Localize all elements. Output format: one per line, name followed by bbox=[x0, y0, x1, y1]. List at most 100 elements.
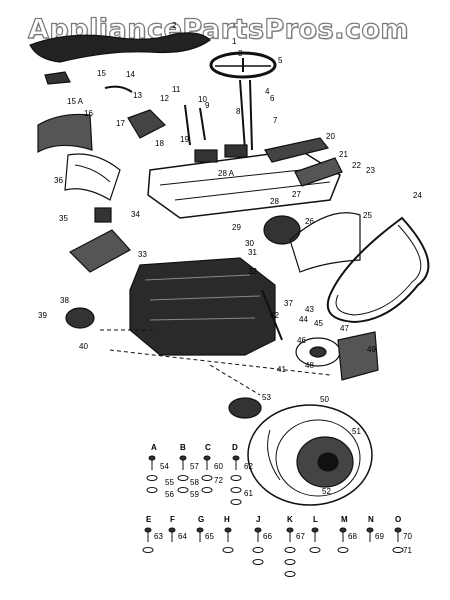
view-letter-a: A bbox=[151, 443, 157, 452]
part-label-66: 66 bbox=[263, 532, 272, 541]
part-label-41: 41 bbox=[277, 365, 286, 374]
part-label-39: 39 bbox=[38, 311, 47, 320]
part-label-30: 30 bbox=[245, 239, 254, 248]
part-label-27: 27 bbox=[292, 190, 301, 199]
part-label-20: 20 bbox=[326, 132, 335, 141]
part-label-70: 70 bbox=[403, 532, 412, 541]
part-label-45: 45 bbox=[314, 319, 323, 328]
part-label-47: 47 bbox=[340, 324, 349, 333]
plate-33 bbox=[68, 229, 131, 273]
part-label-44: 44 bbox=[299, 315, 308, 324]
part-label-52: 52 bbox=[322, 487, 331, 496]
part-label-26: 26 bbox=[305, 217, 314, 226]
engine-assembly bbox=[129, 257, 276, 356]
part-label-31: 31 bbox=[248, 248, 257, 257]
part-label-32: 32 bbox=[248, 267, 257, 276]
part-label-53: 53 bbox=[262, 393, 271, 402]
view-letter-k: K bbox=[287, 515, 293, 524]
part-label-40: 40 bbox=[79, 342, 88, 351]
part-label-12: 12 bbox=[160, 94, 169, 103]
view-letter-f: F bbox=[170, 515, 175, 524]
part-label-51: 51 bbox=[352, 427, 361, 436]
view-letter-h: H bbox=[224, 515, 230, 524]
part-label-25: 25 bbox=[363, 211, 372, 220]
steering-wheel bbox=[209, 51, 277, 79]
part-label-68: 68 bbox=[348, 532, 357, 541]
part-label-28a: 28 A bbox=[218, 169, 235, 178]
part-label-42: 42 bbox=[270, 311, 279, 320]
belt-24 bbox=[326, 216, 430, 324]
pedal-12 bbox=[127, 109, 167, 139]
part-label-1: 1 bbox=[232, 37, 237, 46]
view-letter-l: L bbox=[313, 515, 318, 524]
part-label-8: 8 bbox=[236, 107, 241, 116]
part-label-15: 15 bbox=[97, 69, 106, 78]
part-label-37: 37 bbox=[284, 299, 293, 308]
part-label-71: 71 bbox=[403, 546, 412, 555]
part-label-24: 24 bbox=[413, 191, 422, 200]
part-label-29: 29 bbox=[232, 223, 241, 232]
part-label-34: 34 bbox=[131, 210, 140, 219]
tire-50 bbox=[247, 404, 373, 506]
part-label-3: 3 bbox=[238, 49, 243, 58]
part-label-60: 60 bbox=[214, 462, 223, 471]
view-letter-m: M bbox=[341, 515, 348, 524]
part-label-28: 28 bbox=[270, 197, 279, 206]
part-label-69: 69 bbox=[375, 532, 384, 541]
part-label-5: 5 bbox=[278, 56, 283, 65]
part-label-11: 11 bbox=[172, 85, 181, 94]
part-label-19: 19 bbox=[180, 135, 189, 144]
part-label-33: 33 bbox=[138, 250, 147, 259]
part-label-35: 35 bbox=[59, 214, 68, 223]
part-label-23: 23 bbox=[366, 166, 375, 175]
pedal-20 bbox=[264, 137, 330, 163]
part-label-72: 72 bbox=[214, 476, 223, 485]
part-label-56: 56 bbox=[165, 490, 174, 499]
part-label-9: 9 bbox=[205, 101, 210, 110]
part-label-14: 14 bbox=[126, 70, 135, 79]
part-label-15a: 15 A bbox=[67, 97, 84, 106]
part-label-64: 64 bbox=[178, 532, 187, 541]
part-label-36: 36 bbox=[54, 176, 63, 185]
part-label-7: 7 bbox=[273, 116, 278, 125]
part-label-46: 46 bbox=[297, 336, 306, 345]
part-label-55: 55 bbox=[165, 478, 174, 487]
part-label-58: 58 bbox=[190, 478, 199, 487]
view-letter-e: E bbox=[146, 515, 152, 524]
part-label-6: 6 bbox=[270, 94, 275, 103]
part-label-10: 10 bbox=[198, 95, 207, 104]
fender-16 bbox=[37, 113, 93, 154]
part-label-50: 50 bbox=[320, 395, 329, 404]
fender-25 bbox=[289, 212, 361, 273]
part-label-38: 38 bbox=[60, 296, 69, 305]
view-letter-j: J bbox=[256, 515, 261, 524]
hardware-row-1 bbox=[146, 455, 242, 505]
part-label-54: 54 bbox=[160, 462, 169, 471]
part-label-67: 67 bbox=[296, 532, 305, 541]
pedal-21 bbox=[294, 157, 343, 187]
part-label-18: 18 bbox=[155, 139, 164, 148]
part-label-48: 48 bbox=[305, 361, 314, 370]
bracket-36 bbox=[64, 153, 121, 201]
part-label-13: 13 bbox=[133, 91, 142, 100]
seat-shape bbox=[29, 32, 211, 63]
part-label-59: 59 bbox=[190, 490, 199, 499]
part-label-4: 4 bbox=[265, 87, 270, 96]
view-letter-b: B bbox=[180, 443, 186, 452]
view-letter-c: C bbox=[205, 443, 211, 452]
part-label-63: 63 bbox=[154, 532, 163, 541]
view-letter-g: G bbox=[198, 515, 205, 524]
part-label-21: 21 bbox=[339, 150, 348, 159]
pedal-15a bbox=[44, 71, 71, 85]
part-label-22: 22 bbox=[352, 161, 361, 170]
part-label-62: 62 bbox=[244, 462, 253, 471]
view-letter-n: N bbox=[368, 515, 374, 524]
hardware-row-2 bbox=[142, 527, 404, 577]
part-label-61: 61 bbox=[244, 489, 253, 498]
part-label-43: 43 bbox=[305, 305, 314, 314]
part-label-17: 17 bbox=[116, 119, 125, 128]
steering-column bbox=[239, 79, 253, 151]
view-letter-o: O bbox=[395, 515, 402, 524]
